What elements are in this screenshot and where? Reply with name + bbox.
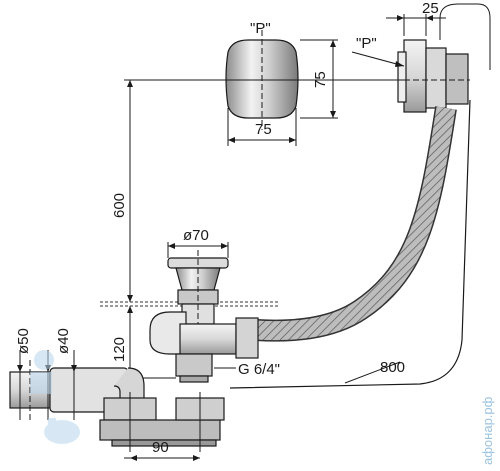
- overflow-cap-front: [218, 30, 305, 130]
- watermark-logo: [30, 350, 80, 444]
- p-label-top: "P": [250, 20, 271, 37]
- p-arrow: [351, 51, 405, 67]
- dim-25-lines: [386, 14, 446, 36]
- watermark-text: афонар.рф: [480, 396, 495, 465]
- siphon-tee: [149, 311, 259, 383]
- dim-40: ø40: [55, 328, 72, 354]
- dim-600: 600: [111, 193, 128, 218]
- dim-120: 120: [111, 337, 128, 362]
- dim-75-width: 75: [255, 121, 272, 138]
- dim-90: 90: [152, 439, 169, 456]
- dim-600-lines: [124, 79, 404, 302]
- dim-70: ø70: [183, 227, 209, 244]
- dim-75-height-lines: [300, 39, 338, 119]
- dim-70-lines: [167, 242, 229, 258]
- p-arrow-head: [395, 61, 404, 67]
- control-cable: [229, 99, 471, 389]
- dim-90-lines: [124, 455, 200, 461]
- drain-plug: [167, 250, 229, 380]
- overflow-hose-ribs: [255, 106, 456, 341]
- dim-800: 800: [380, 359, 405, 376]
- p-label-side: "P": [356, 35, 377, 52]
- dim-25: 25: [422, 0, 439, 17]
- dim-800-arrow: [344, 361, 401, 384]
- dim-50: ø50: [15, 328, 32, 354]
- overflow-body-side: [397, 3, 491, 113]
- dim-75-width-lines: [227, 108, 297, 146]
- thread-label: G 6/4": [238, 361, 280, 378]
